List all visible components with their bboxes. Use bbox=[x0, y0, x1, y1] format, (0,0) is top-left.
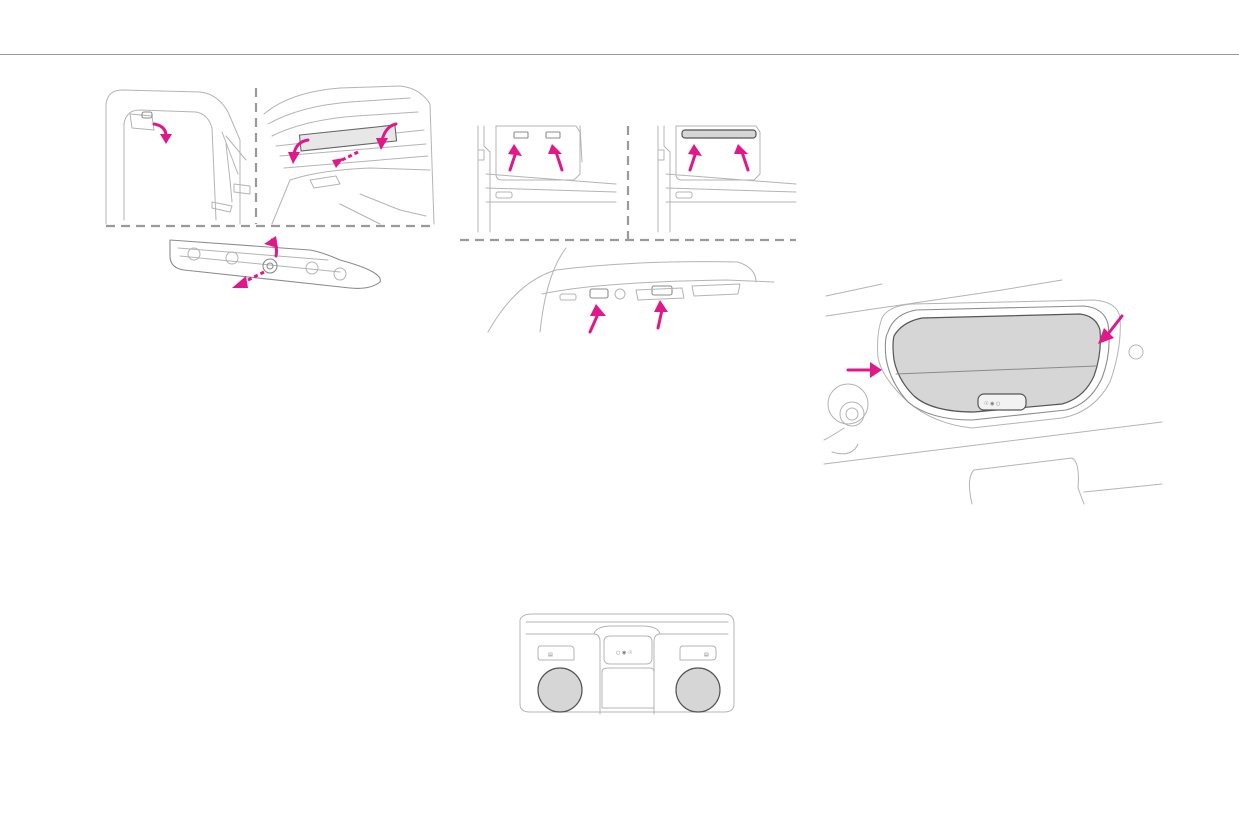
arrow-head-icon bbox=[160, 134, 172, 144]
arrow-icon bbox=[554, 150, 564, 172]
lamp-housing-right bbox=[657, 125, 797, 233]
headliner-view bbox=[487, 247, 775, 333]
arrow-head-icon bbox=[264, 236, 278, 248]
arrow-icon bbox=[1106, 314, 1124, 336]
tailgate-panel-right bbox=[263, 85, 435, 225]
arrow-head-icon bbox=[688, 144, 702, 156]
top-rule bbox=[0, 54, 1239, 55]
arrow-icon bbox=[337, 150, 359, 164]
rear-courtesy-lamp-illustration: ☉ ◉ ○ bbox=[823, 279, 1163, 505]
arrow-head-icon bbox=[654, 300, 668, 312]
reading-lamp-right-lens bbox=[675, 667, 721, 713]
ceiling-console: ○ ◉ ☉ ▤ ▤ bbox=[519, 613, 735, 715]
arrow-head-icon bbox=[734, 144, 748, 154]
reading-lamp-left-lens bbox=[537, 667, 583, 713]
brake-lamp-bar bbox=[169, 239, 381, 289]
arrow-icon bbox=[656, 308, 664, 330]
arrow-head-icon bbox=[548, 144, 562, 154]
courtesy-lamp-lens: ☉ ◉ ○ bbox=[884, 305, 1110, 421]
arrow-icon bbox=[588, 312, 600, 334]
arrow-icon bbox=[508, 150, 518, 172]
svg-text:☉ ◉ ○: ☉ ◉ ○ bbox=[984, 401, 1000, 407]
tailgate-lamp-removal-illustration bbox=[105, 85, 435, 289]
arrow-head-icon bbox=[232, 276, 248, 288]
roof-panel bbox=[823, 279, 1163, 505]
arrow-head-icon bbox=[508, 144, 522, 156]
tailgate-panel-left bbox=[105, 89, 251, 225]
arrow-head-icon bbox=[1098, 328, 1114, 344]
arrow-icon bbox=[380, 122, 398, 142]
arrow-icon bbox=[740, 150, 750, 172]
arrow-head-icon bbox=[870, 362, 882, 378]
arrow-head-icon bbox=[332, 158, 344, 168]
front-ceiling-lamp-illustration: ○ ◉ ☉ ▤ ▤ bbox=[519, 613, 735, 715]
svg-text:▤: ▤ bbox=[548, 652, 553, 658]
svg-text:○ ◉ ☉: ○ ◉ ☉ bbox=[616, 650, 632, 656]
arrow-head-icon bbox=[376, 138, 388, 150]
arrow-head-icon bbox=[288, 152, 300, 164]
lamp-housing-left bbox=[477, 125, 617, 233]
arrow-icon bbox=[243, 270, 265, 284]
arrow-head-icon bbox=[590, 304, 606, 316]
arrow-icon bbox=[688, 150, 698, 172]
front-map-lamp-clips-illustration bbox=[460, 125, 797, 334]
svg-text:▤: ▤ bbox=[704, 652, 709, 658]
